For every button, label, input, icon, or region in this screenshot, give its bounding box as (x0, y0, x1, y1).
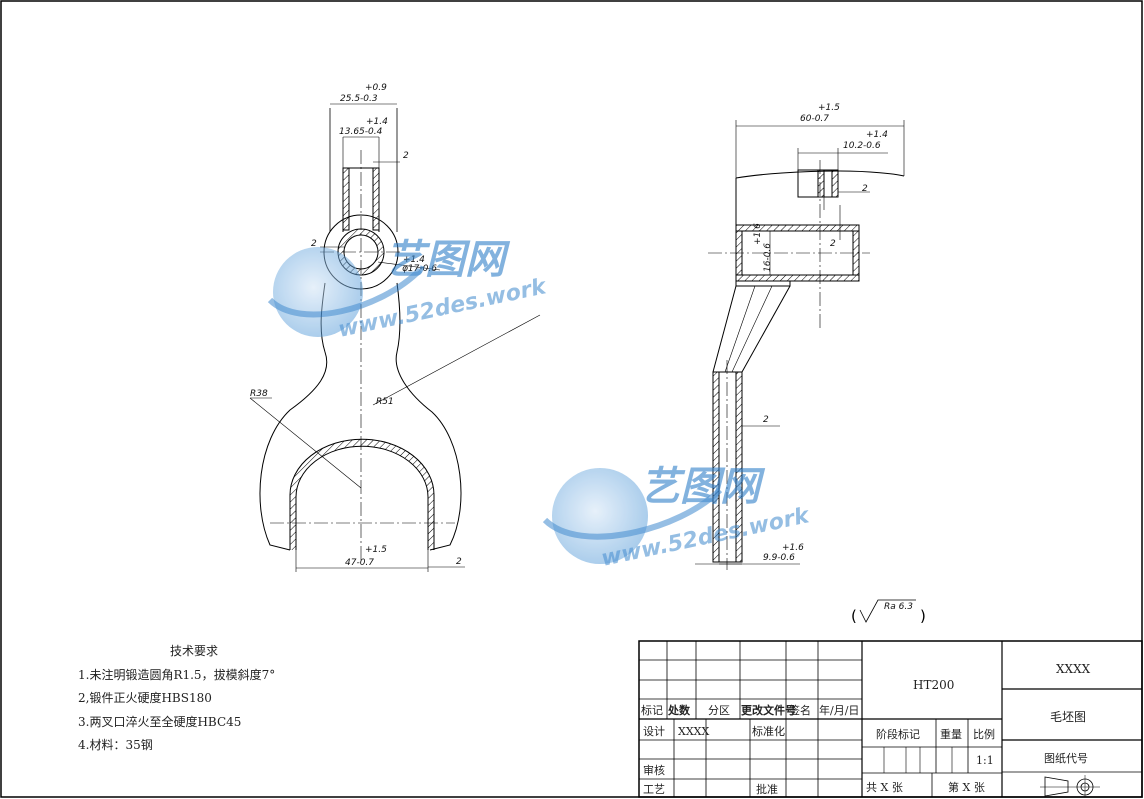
front-view (249, 103, 541, 572)
dim-d2-main: 13.65-0.4 (339, 127, 383, 137)
dim-d3: 2 (403, 151, 409, 161)
dim-r51: R51 (376, 397, 394, 407)
process-label: 工艺 (643, 783, 665, 796)
dim-d5-main: φ17-0.6 (402, 264, 437, 274)
approve-label: 批准 (756, 782, 778, 796)
watermark-brand-1: 艺图网 (385, 237, 511, 283)
tech-requirement-item: 1.未注明锻造圆角R1.5，拔模斜度7° (78, 667, 276, 682)
header-date: 年/月/日 (819, 703, 859, 717)
dim-d1-main: 25.5-0.3 (340, 94, 378, 104)
title-block-text: HT200 XXXX 毛坯图 图纸代号 标记 处数 分区 更改文件号 签名 年/… (641, 662, 1091, 796)
dim-d7: 2 (456, 557, 462, 567)
side-view (695, 120, 905, 570)
design-value: XXXX (678, 725, 709, 738)
company-name: XXXX (1056, 662, 1091, 676)
stage-label: 阶段标记 (876, 727, 920, 741)
total-sheets: 共 X 张 (866, 781, 903, 794)
header-zone: 分区 (708, 704, 730, 717)
sheet-number: 第 X 张 (948, 780, 985, 794)
watermark-brand-2: 艺图网 (640, 464, 766, 510)
header-mark: 标记 (641, 703, 663, 717)
tech-requirement-item: 3.两叉口淬火至全硬度HBC45 (78, 714, 242, 729)
tech-requirements: 技术要求 1.未注明锻造圆角R1.5，拔模斜度7° 2,锻件正火硬度HBS180… (78, 640, 378, 758)
standard-label: 标准化 (752, 724, 785, 738)
header-count: 处数 (667, 703, 691, 717)
dim-s2-main: 10.2-0.6 (843, 141, 881, 151)
dim-d6-main: 47-0.7 (345, 558, 374, 568)
drawing-code-label: 图纸代号 (1044, 752, 1088, 765)
dim-s3: 2 (862, 184, 868, 194)
dim-d1-top: +0.9 (365, 83, 387, 93)
roughness-label: Ra 6.3 (884, 602, 913, 612)
dim-s6: 2 (763, 415, 769, 425)
watermark-url-1: www.52des.work (336, 274, 549, 343)
dim-r38: R38 (250, 389, 268, 399)
dim-d2-top: +1.4 (366, 117, 388, 127)
dim-s5-a: +1.6 (753, 223, 763, 245)
dim-d5-top: +1.4 (403, 255, 425, 265)
front-view-dimensions: +0.9 25.5-0.3 +1.4 13.65-0.4 2 2 +1.4 φ1… (250, 83, 462, 568)
side-view-dimensions: +1.5 60-0.7 +1.4 10.2-0.6 2 2 +1.6 16-0.… (753, 103, 888, 563)
watermark-1: 艺图网 www.52des.work (267, 237, 550, 343)
material: HT200 (913, 678, 954, 692)
svg-text:): ) (920, 607, 926, 625)
dim-s4: 2 (830, 239, 836, 249)
scale-value: 1:1 (976, 754, 994, 767)
roughness-symbol: ( Ra 6.3 ) (851, 599, 926, 625)
tech-requirement-item: 2,锻件正火硬度HBS180 (78, 691, 212, 705)
dim-s7-top: +1.6 (782, 543, 804, 553)
svg-text:(: ( (851, 607, 857, 625)
title-block (638, 640, 1143, 798)
dim-s2-top: +1.4 (866, 130, 888, 140)
dim-s1-main: 60-0.7 (800, 114, 829, 124)
weight-label: 重量 (940, 727, 962, 741)
tech-requirements-title: 技术要求 (170, 644, 219, 658)
dim-d6-top: +1.5 (365, 545, 387, 555)
tech-requirement-item: 4.材料：35钢 (78, 738, 153, 752)
dim-d4: 2 (311, 239, 317, 249)
dim-s5-b: 16-0.6 (763, 243, 773, 272)
dim-s1-top: +1.5 (818, 103, 840, 113)
header-sign: 签名 (789, 703, 811, 717)
header-doc: 更改文件号 (741, 703, 796, 717)
review-label: 审核 (643, 763, 665, 777)
drawing-name: 毛坯图 (1050, 710, 1086, 724)
dim-s7-main: 9.9-0.6 (763, 553, 795, 563)
design-label: 设计 (643, 725, 665, 738)
scale-label: 比例 (973, 727, 995, 741)
